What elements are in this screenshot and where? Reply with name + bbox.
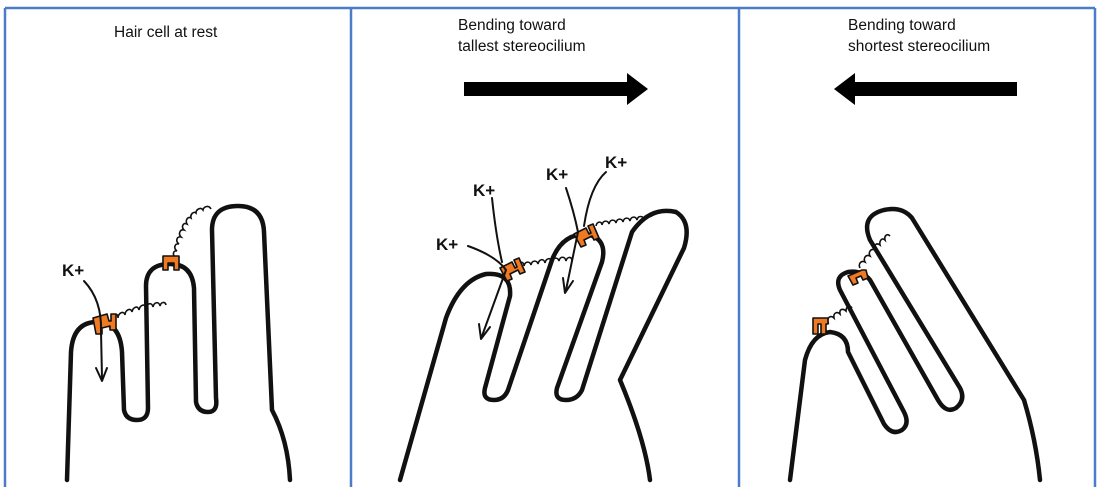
- ion-flow-arrow: [492, 198, 502, 262]
- hair-bundle-rest: K+: [62, 206, 290, 480]
- ion-flow-arrow: [584, 172, 606, 226]
- arrow-right-icon: [464, 73, 648, 105]
- k-ion-label: K+: [605, 153, 627, 172]
- k-ion-label: K+: [546, 165, 568, 184]
- k-ion-label: K+: [436, 235, 458, 254]
- ion-flow-arrow: [468, 246, 506, 336]
- arrow-left-icon: [834, 73, 1017, 105]
- bundle-outline: [790, 209, 1040, 480]
- hair-bundle-tallest: K+ K+ K+ K+: [400, 153, 687, 480]
- hair-bundle-shortest: [790, 209, 1040, 480]
- k-ion-label: K+: [62, 261, 84, 280]
- ion-channel-icon: [813, 318, 828, 334]
- k-ion-label: K+: [473, 181, 495, 200]
- ion-channel-icon: [93, 314, 116, 334]
- ion-channel-icon: [163, 256, 179, 270]
- tip-link-spring: [518, 257, 572, 266]
- tip-link-spring: [173, 206, 211, 258]
- tip-link-spring: [112, 302, 166, 318]
